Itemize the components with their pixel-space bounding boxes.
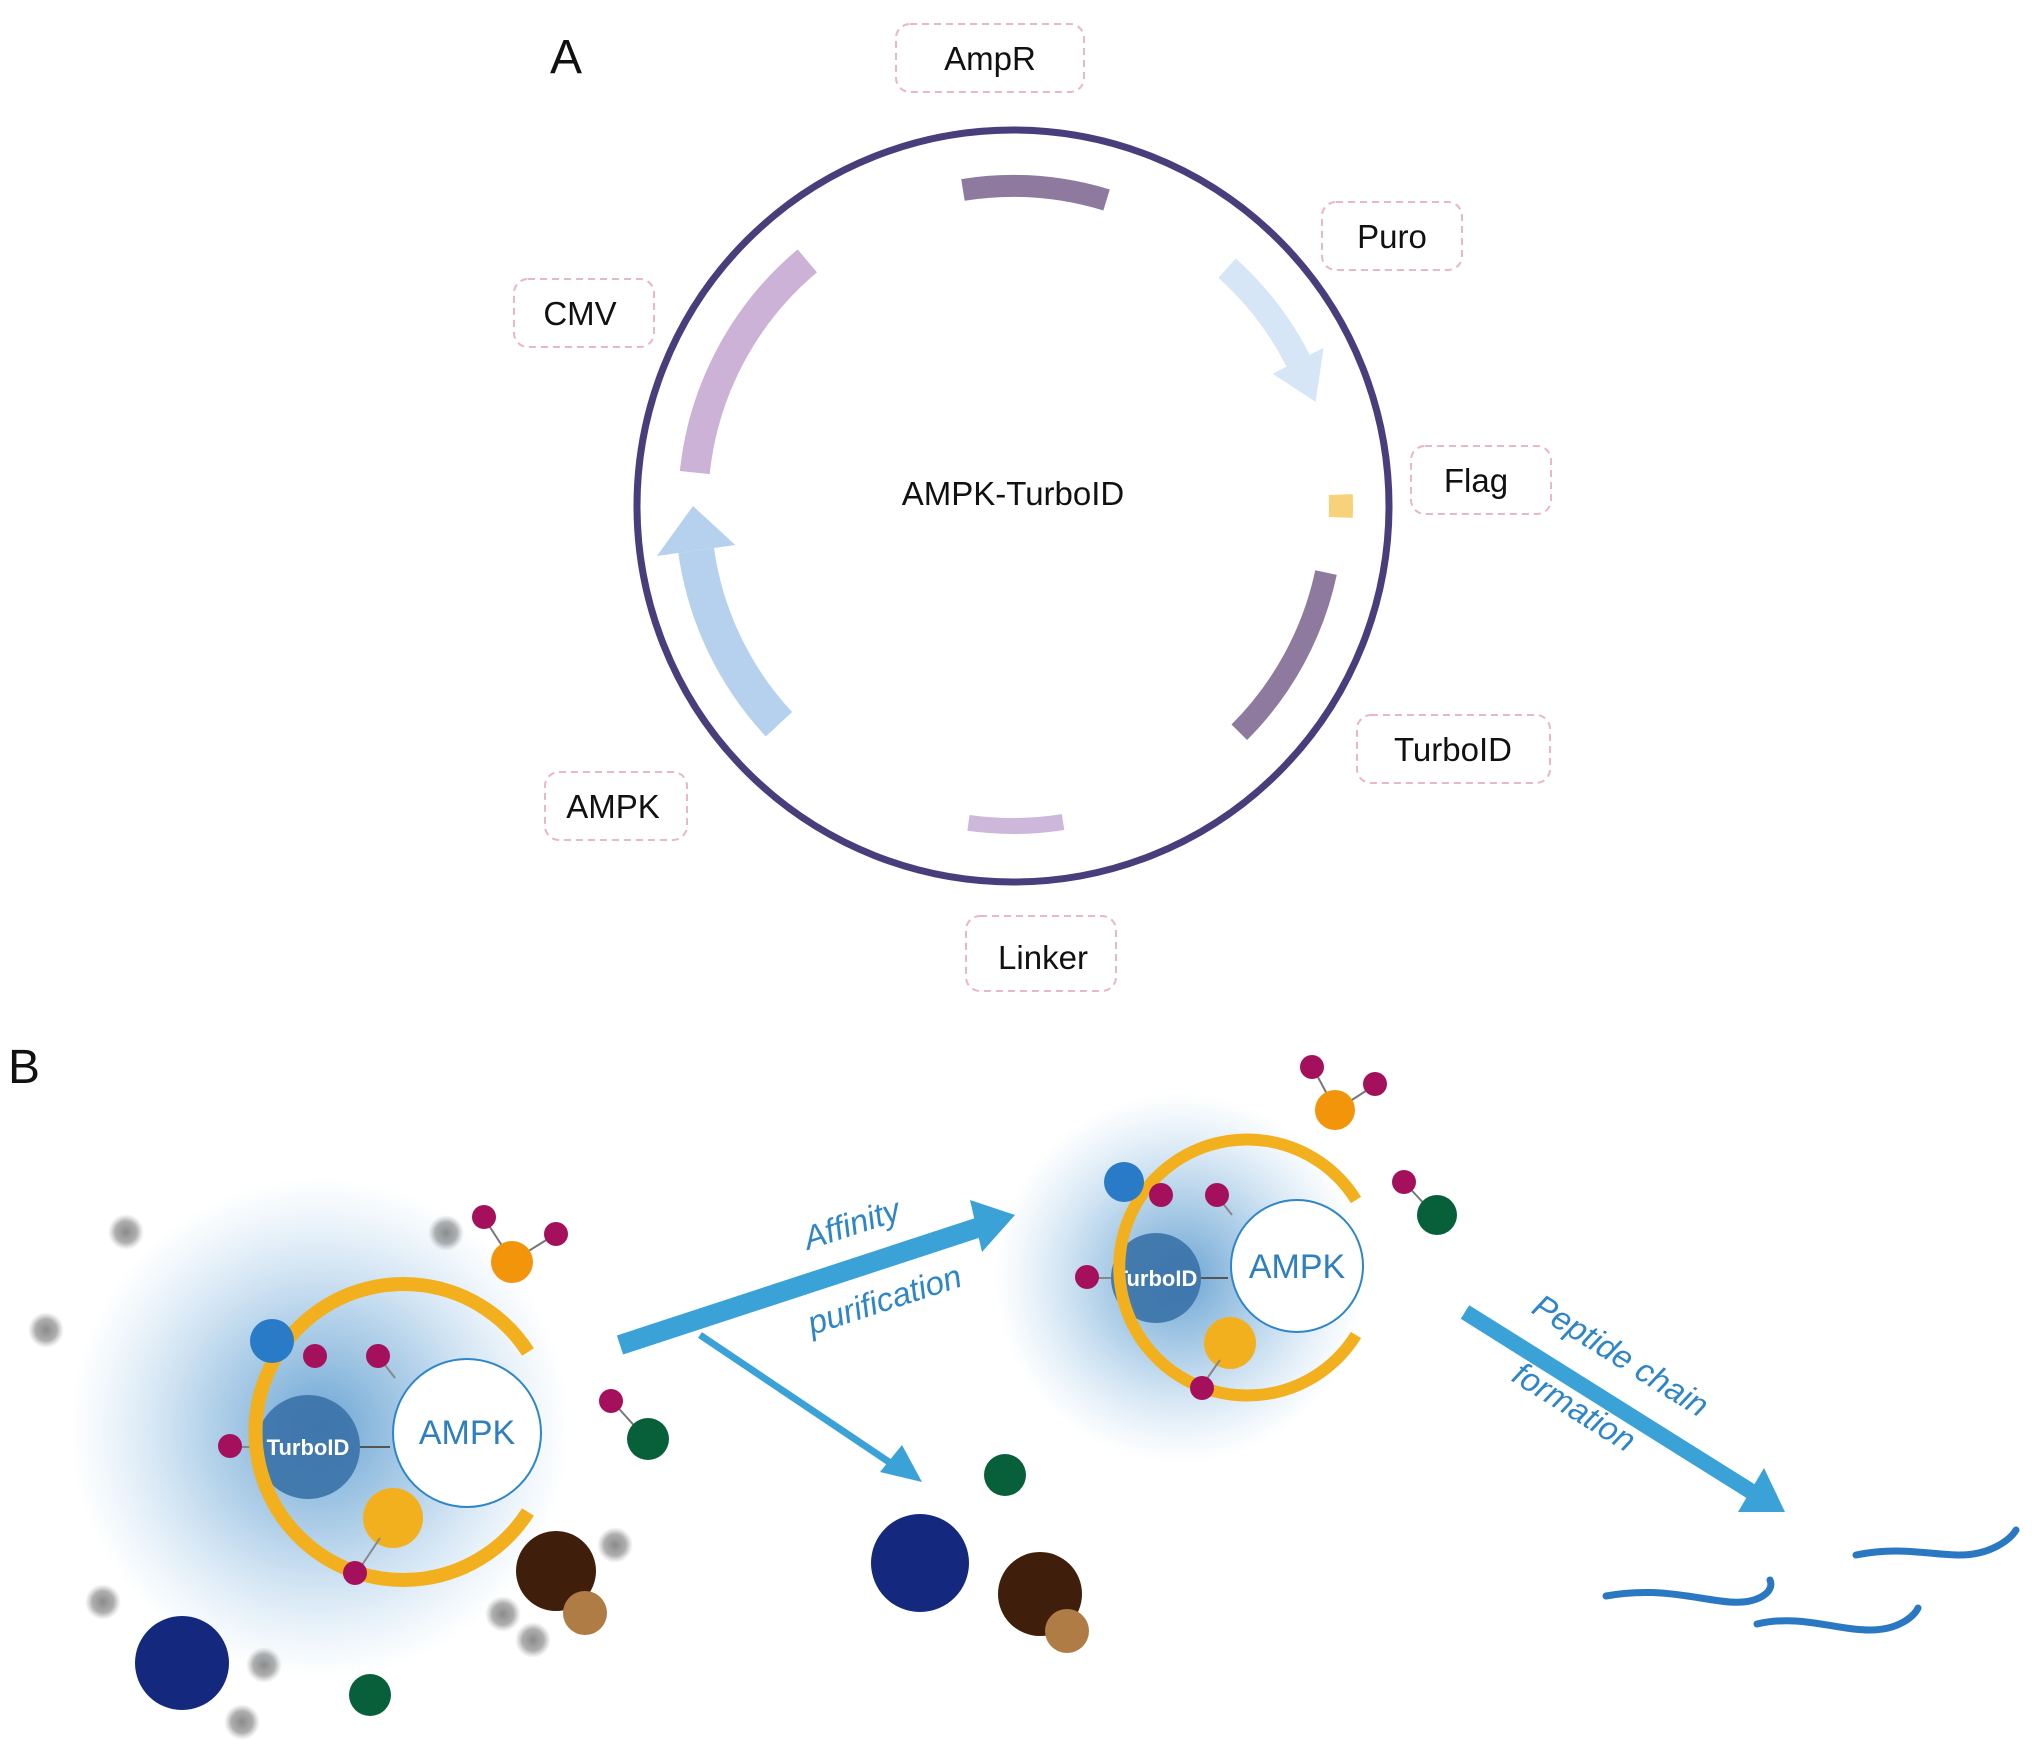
puro-label: Puro bbox=[1357, 218, 1427, 255]
ampk-protein-right bbox=[1230, 1199, 1364, 1333]
peptide-chain-formation-arrow: Peptide chain formation bbox=[1460, 1287, 1785, 1512]
feature-label-linker: Linker bbox=[965, 915, 1117, 992]
labeling-complex-right: TurboID AMPK bbox=[995, 1093, 1365, 1463]
labeling-complex-left: TurboID AMPK bbox=[70, 1178, 570, 1678]
turboid-tag-label-right: TurboID bbox=[1115, 1266, 1198, 1291]
peptide-chains bbox=[1602, 1526, 2020, 1634]
turboid-enzyme-right bbox=[1111, 1233, 1201, 1323]
ampk-protein-label-right: AMPK bbox=[1249, 1248, 1346, 1286]
plasmid-ring bbox=[633, 126, 1393, 886]
plasmid-feature-arcs bbox=[656, 175, 1353, 834]
panel-a-letter: A bbox=[550, 31, 582, 84]
panel-b-letter: B bbox=[8, 1041, 40, 1094]
cmv-feature-arc bbox=[679, 249, 818, 475]
ampr-feature-arc bbox=[961, 175, 1110, 211]
puro-feature-arc bbox=[1218, 258, 1310, 367]
feature-label-ampr: AmpR bbox=[895, 23, 1085, 93]
turboid-feature-arc bbox=[1231, 570, 1337, 741]
plasmid-name: AMPK-TurboID bbox=[902, 475, 1125, 512]
linker-feature-arc bbox=[967, 814, 1065, 834]
ampk-feature-arrowhead bbox=[656, 506, 736, 557]
affinity-purification-arrow: Affinity purification bbox=[616, 1190, 1015, 1482]
panel-b: B TurboID AMPK bbox=[8, 1041, 2020, 1740]
ampk-protein-label: AMPK bbox=[419, 1414, 516, 1452]
linker-label: Linker bbox=[998, 939, 1088, 976]
turboid-label: TurboID bbox=[1394, 731, 1512, 768]
feature-label-ampk: AMPK bbox=[544, 771, 688, 841]
cellular-proteins-right bbox=[1300, 1055, 1457, 1235]
discarded-proteins bbox=[871, 1454, 1089, 1653]
cmv-label: CMV bbox=[543, 295, 616, 332]
feature-label-flag: Flag bbox=[1410, 445, 1552, 515]
panel-a: A AMPK-TurboID AmpR Puro Flag TurboID Li… bbox=[513, 23, 1552, 992]
ampk-label: AMPK bbox=[566, 788, 660, 825]
feature-label-puro: Puro bbox=[1321, 201, 1463, 271]
ampk-protein bbox=[392, 1358, 542, 1508]
turboid-enzyme bbox=[256, 1395, 360, 1499]
ampk-feature-arc bbox=[678, 547, 793, 737]
feature-label-cmv: CMV bbox=[513, 278, 655, 348]
puro-feature-arrowhead bbox=[1272, 347, 1324, 402]
turboid-tag-label: TurboID bbox=[267, 1435, 350, 1460]
cellular-proteins-left bbox=[135, 1205, 669, 1716]
ampr-label: AmpR bbox=[944, 40, 1036, 77]
flag-label: Flag bbox=[1444, 462, 1508, 499]
feature-label-turboid: TurboID bbox=[1356, 714, 1551, 784]
